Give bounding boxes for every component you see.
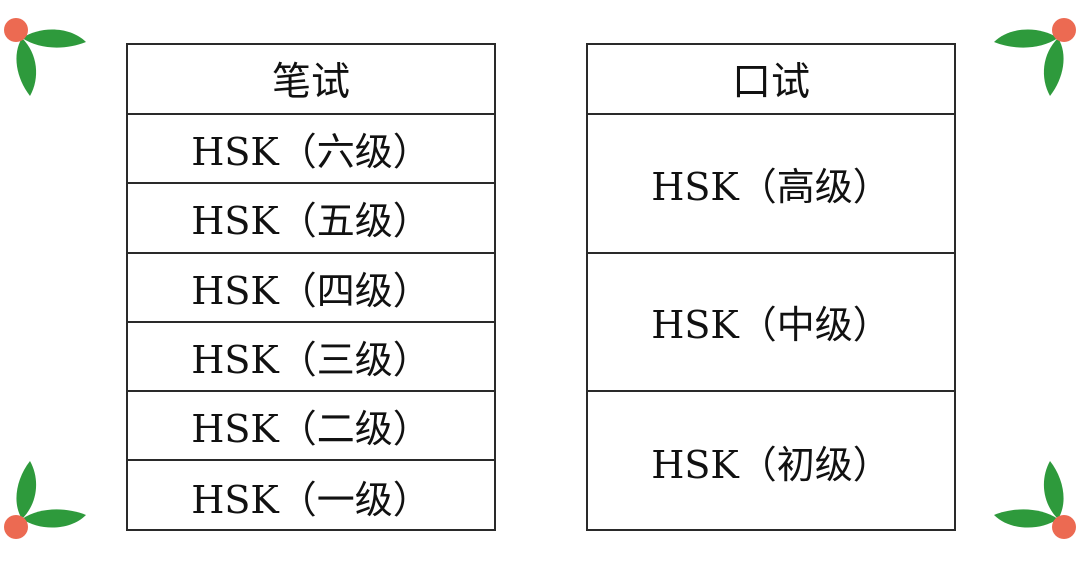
- written-level-5: HSK（五级）: [128, 184, 494, 254]
- oral-level-beginner: HSK（初级）: [651, 442, 891, 487]
- leaf-berry-icon: [4, 461, 86, 539]
- oral-exam-header: 口试: [588, 45, 954, 115]
- written-exam-header: 笔试: [128, 45, 494, 115]
- corner-decoration-bottom-left: [0, 459, 90, 549]
- leaf-berry-icon: [994, 461, 1076, 539]
- leaf-berry-icon: [4, 18, 86, 96]
- leaf-berry-icon: [994, 18, 1076, 96]
- written-exam-table: 笔试 HSK（六级） HSK（五级） HSK（四级） HSK（三级） HSK（二…: [126, 43, 496, 531]
- corner-decoration-bottom-right: [990, 459, 1080, 549]
- oral-level-advanced: HSK（高级）: [588, 115, 954, 254]
- written-level-1: HSK（一级）: [191, 477, 431, 522]
- oral-exam-table: 口试 HSK（高级） HSK（中级） HSK（初级）: [586, 43, 956, 531]
- written-level-6: HSK（六级）: [128, 115, 494, 185]
- written-level-2: HSK（二级）: [128, 392, 494, 462]
- corner-decoration-top-right: [990, 8, 1080, 98]
- written-level-4: HSK（四级）: [128, 254, 494, 323]
- corner-decoration-top-left: [0, 8, 90, 98]
- written-level-3: HSK（三级）: [128, 323, 494, 393]
- oral-level-intermediate: HSK（中级）: [588, 254, 954, 393]
